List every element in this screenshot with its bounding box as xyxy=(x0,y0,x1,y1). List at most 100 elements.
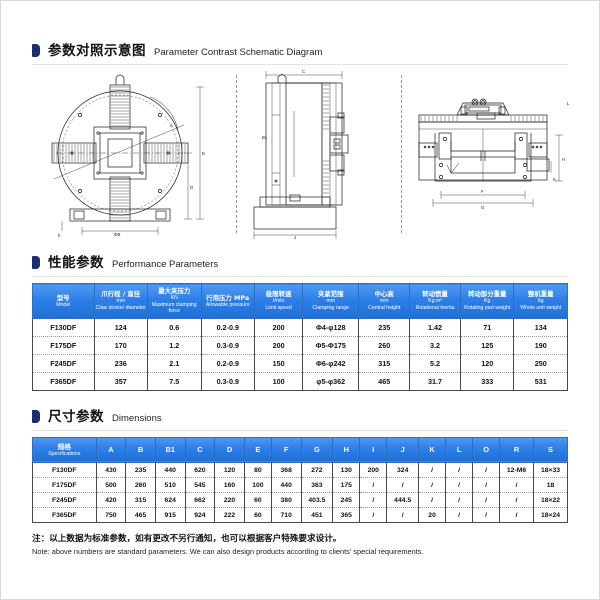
dimensions-col-header-G: G xyxy=(300,436,334,464)
data-cell: 2.1 xyxy=(147,353,202,373)
dimensions-col-header-K: K xyxy=(418,436,447,464)
label-A: A xyxy=(170,123,173,128)
data-cell: 18×22 xyxy=(532,492,569,509)
data-cell: 444.5 xyxy=(386,492,420,509)
dimensions-col-header-J: J xyxy=(386,436,420,464)
header-unit: Kg.m² xyxy=(428,298,442,305)
data-cell: Φ5-Φ175 xyxy=(302,335,360,355)
data-cell: 235 xyxy=(125,462,156,479)
data-cell: / xyxy=(499,492,534,509)
data-cell: / xyxy=(472,492,501,509)
data-cell: 624 xyxy=(154,492,186,509)
data-cell: / xyxy=(445,492,474,509)
model-cell: F365DF xyxy=(32,507,97,524)
diagram-separator-1 xyxy=(236,75,238,233)
data-cell: 190 xyxy=(513,335,568,355)
model-cell: F245DF xyxy=(32,353,95,373)
label-C: C xyxy=(302,69,305,74)
header-cn: 最大夹压力 xyxy=(158,287,191,295)
label-phiB: ΦB xyxy=(114,232,121,237)
data-cell: 220 xyxy=(214,492,245,509)
dimensions-col-header-O: O xyxy=(472,436,501,464)
data-cell: 0.3-0.9 xyxy=(200,371,256,391)
data-cell: 915 xyxy=(154,507,186,524)
data-cell: / xyxy=(359,477,388,494)
dimensions-col-header-I: I xyxy=(359,436,388,464)
data-cell: 250 xyxy=(513,353,568,373)
header-en: Rotational inertia xyxy=(415,304,455,311)
data-cell: 200 xyxy=(254,317,304,337)
data-cell: 134 xyxy=(513,317,568,337)
header-en: Whole unit weight xyxy=(520,304,562,311)
data-cell: 20 xyxy=(418,507,447,524)
data-cell: 124 xyxy=(93,317,149,337)
data-cell: 380 xyxy=(270,492,302,509)
data-cell: 315 xyxy=(358,353,411,373)
header-en: Clamping range xyxy=(312,304,350,311)
data-cell: / xyxy=(418,492,447,509)
dimensions-col-header-A: A xyxy=(95,436,127,464)
section-title-en: Dimensions xyxy=(112,412,162,424)
footer-note: 注：以上数据为标准参数，如有更改不另行通知，也可以根据客户特殊要求设计。 Not… xyxy=(32,533,568,557)
data-cell: 662 xyxy=(184,492,216,509)
section-title-cn: 参数对照示意图 xyxy=(48,43,146,59)
model-cell: F245DF xyxy=(32,492,97,509)
data-cell: 272 xyxy=(300,462,334,479)
data-cell: 465 xyxy=(125,507,156,524)
label-G: G xyxy=(481,205,485,210)
data-cell: 222 xyxy=(214,507,245,524)
front-view-drawing: E D ΦB h A xyxy=(51,74,205,238)
dimensions-col-header-E: E xyxy=(243,436,272,464)
header-unit: KN xyxy=(170,295,178,301)
data-cell: 315 xyxy=(125,492,156,509)
section-marker-icon xyxy=(32,409,40,423)
data-cell: / xyxy=(472,462,501,479)
data-cell: 100 xyxy=(254,371,304,391)
data-cell: 170 xyxy=(93,335,149,355)
data-cell: 7.5 xyxy=(147,371,202,391)
section-divider xyxy=(32,64,568,65)
data-cell: / xyxy=(359,507,388,524)
header-cn: 整机重量 xyxy=(527,290,554,299)
note-text-en: Note: above numbers are standard paramet… xyxy=(32,546,424,556)
data-cell: 235 xyxy=(358,317,411,337)
data-cell: 18×24 xyxy=(532,507,569,524)
label-H: H xyxy=(562,157,565,162)
data-cell: 125 xyxy=(459,335,515,355)
diagram-separator-2 xyxy=(401,75,403,233)
data-cell: / xyxy=(386,507,420,524)
section-title-cn: 性能参数 xyxy=(48,255,104,271)
side-view-drawing: C J B1 xyxy=(253,69,349,239)
data-cell: 245 xyxy=(332,492,361,509)
data-cell: 500 xyxy=(95,477,127,494)
data-cell: 420 xyxy=(95,492,127,509)
data-cell: 5.2 xyxy=(409,353,461,373)
data-cell: 120 xyxy=(459,353,515,373)
label-E: E xyxy=(202,151,205,156)
data-cell: 440 xyxy=(270,477,302,494)
diagram-top-view: F G H K L xyxy=(407,69,582,239)
label-K: K xyxy=(553,177,556,182)
data-cell: / xyxy=(386,477,420,494)
section-marker-icon xyxy=(32,44,40,57)
data-cell: 710 xyxy=(270,507,302,524)
data-cell: 440 xyxy=(154,462,186,479)
data-cell: 18 xyxy=(532,477,569,494)
